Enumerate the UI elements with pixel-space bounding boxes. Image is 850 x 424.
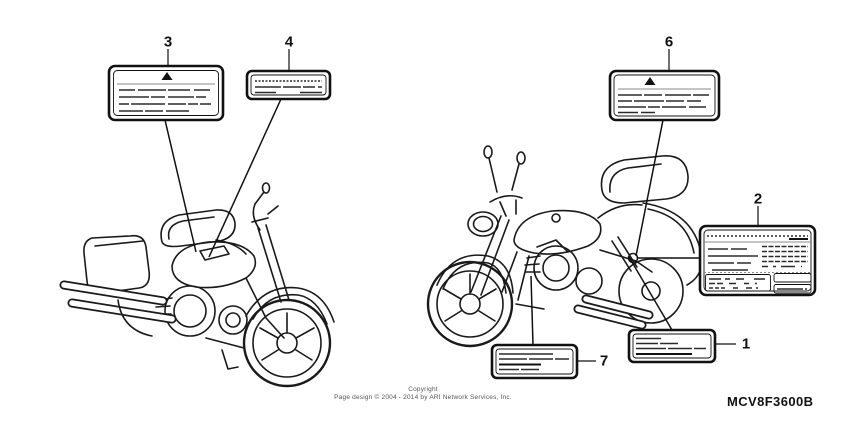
warning-triangle-icon: [644, 77, 656, 85]
caution-label-6: [608, 69, 721, 122]
caution-label-7: [490, 343, 579, 380]
callout-connectors: [167, 49, 759, 362]
leader-line-1: [628, 256, 673, 331]
callout-number-3[interactable]: 3: [163, 33, 173, 51]
callout-number-4[interactable]: 4: [284, 33, 294, 51]
callout-number-2[interactable]: 2: [753, 190, 763, 208]
callout-number-1[interactable]: 1: [741, 335, 751, 353]
footer-copyright: Copyright Page design © 2004 - 2014 by A…: [297, 386, 549, 402]
warning-triangle-icon: [161, 72, 173, 80]
callout-number-6[interactable]: 6: [664, 33, 674, 51]
leader-line-4: [208, 98, 282, 258]
footer-copyright-line2: Page design © 2004 - 2014 by ARI Network…: [334, 394, 512, 401]
left-motorcycle-illustration: [59, 182, 335, 388]
callout-number-7[interactable]: 7: [599, 352, 609, 370]
leader-line-6: [635, 119, 664, 257]
information-label-2: [698, 224, 817, 297]
footer-copyright-line1: Copyright: [408, 386, 438, 393]
right-motorcycle-illustration: [426, 145, 703, 348]
caution-label-3: [107, 64, 225, 122]
leader-lines: [164, 98, 700, 346]
leader-line-3: [164, 119, 197, 253]
diagram-code: MCV8F3600B: [727, 394, 814, 409]
caution-label-4: [245, 69, 332, 101]
leader-line-7: [530, 275, 534, 346]
caution-label-1: [627, 328, 717, 364]
